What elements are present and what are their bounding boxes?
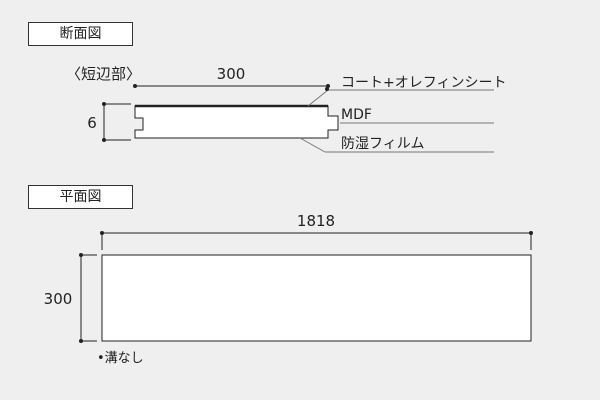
leader-coat: [307, 89, 329, 107]
leader-coat-dot: [325, 87, 329, 91]
plan-view-title: 平面図: [28, 185, 133, 209]
length-dot-right: [529, 231, 533, 235]
short-side-label: 〈短辺部〉: [66, 65, 141, 83]
plan-board: [101, 254, 532, 342]
plan-width-label: 300: [44, 290, 73, 308]
board-profile: [134, 105, 339, 139]
plan-length-label: 1818: [297, 212, 335, 230]
thickness-label: 6: [87, 114, 97, 132]
width-dimension-start-dot: [133, 84, 137, 88]
leader-film: [299, 137, 326, 153]
thickness-dot-top: [102, 102, 106, 106]
layer-label-film: 防湿フィルム: [341, 136, 424, 152]
layer-label-mdf: MDF: [341, 107, 372, 123]
cross-width-label: 300: [217, 65, 246, 83]
cross-section-title: 断面図: [28, 22, 133, 46]
layer-label-coat: コート+オレフィンシート: [341, 75, 506, 91]
thickness-dot-bottom: [102, 138, 106, 142]
plan-note: •溝なし: [97, 351, 144, 366]
plan-width-dot-bottom: [79, 339, 83, 343]
length-dot-left: [100, 231, 104, 235]
plan-width-dot-top: [79, 253, 83, 257]
